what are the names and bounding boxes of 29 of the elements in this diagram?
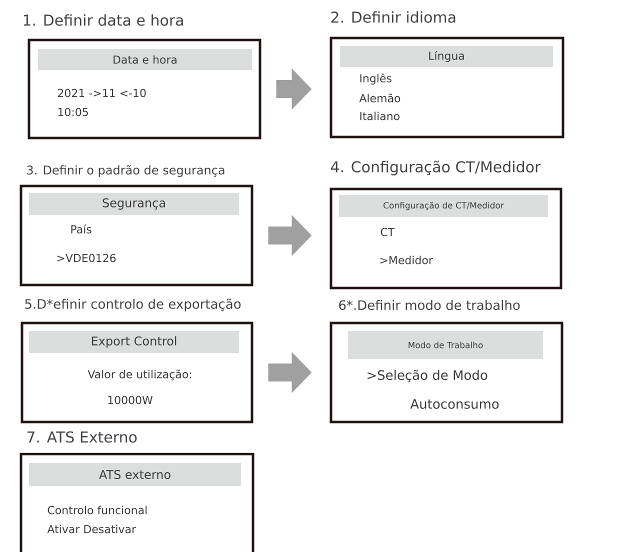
header-bar: Língua bbox=[340, 46, 553, 67]
menu-item: 10000W bbox=[108, 396, 153, 404]
header-bar: Data e hora bbox=[38, 49, 252, 70]
menu-item: Inglês bbox=[360, 73, 392, 85]
step-title: 6*.Definir modo de trabalho bbox=[339, 300, 520, 310]
menu-item: Controlo funcional bbox=[48, 506, 147, 514]
step-title: 3. Definir o padrão de segurança bbox=[27, 165, 224, 177]
step-title: 5.D*efinir controlo de exportação bbox=[25, 298, 241, 312]
header-bar: Export Control bbox=[29, 331, 239, 353]
menu-item: Ativar Desativar bbox=[47, 524, 136, 534]
menu-item: Autoconsumo bbox=[410, 399, 499, 409]
menu-item: 10:05 bbox=[58, 108, 88, 116]
menu-item: CT bbox=[380, 228, 395, 236]
header-bar: Modo de Trabalho bbox=[348, 331, 543, 359]
menu-item: >Seleção de Modo bbox=[368, 370, 488, 382]
menu-item: País bbox=[71, 224, 92, 234]
menu-item: Valor de utilização: bbox=[88, 370, 192, 380]
menu-item: Alemão bbox=[359, 94, 400, 102]
step-title: 7. ATS Externo bbox=[27, 431, 137, 443]
menu-item: >VDE0126 bbox=[57, 254, 116, 262]
header-bar: Configuração de CT/Medidor bbox=[339, 195, 548, 217]
menu-item: >Medidor bbox=[380, 256, 433, 264]
step-title: 4. Configuração CT/Medidor bbox=[330, 160, 541, 176]
menu-item: Italiano bbox=[360, 112, 400, 120]
header-bar: Segurança bbox=[29, 193, 239, 215]
step-title: 1. Definir data e hora bbox=[24, 14, 183, 26]
menu-item: 2021 ->11 <-10 bbox=[58, 88, 146, 98]
step-title: 2. Definir idioma bbox=[331, 11, 456, 23]
header-bar: ATS externo bbox=[29, 463, 241, 486]
